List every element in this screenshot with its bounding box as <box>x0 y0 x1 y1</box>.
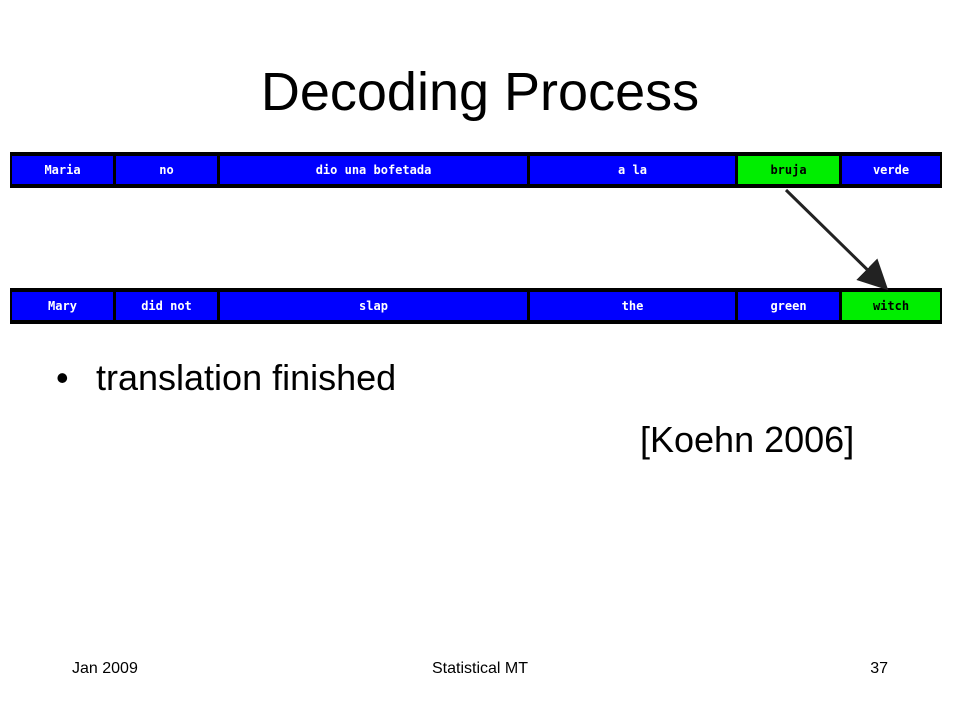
target-word-cell: green <box>738 292 842 320</box>
footer-date: Jan 2009 <box>72 660 138 677</box>
footer-page-number: 37 <box>870 660 888 677</box>
source-word-cell: a la <box>530 156 738 184</box>
source-word-cell: no <box>116 156 220 184</box>
footer-title: Statistical MT <box>431 660 528 677</box>
target-word-cell-highlighted: witch <box>842 292 940 320</box>
source-word-cell: dio una bofetada <box>220 156 530 184</box>
citation: [Koehn 2006] <box>640 419 855 460</box>
bullet-item: • translation finished <box>56 352 396 404</box>
target-word-cell: Mary <box>12 292 116 320</box>
target-word-cell: slap <box>220 292 530 320</box>
target-word-cell: the <box>530 292 738 320</box>
target-word-cell: did not <box>116 292 220 320</box>
source-word-cell: verde <box>842 156 940 184</box>
source-word-cell-highlighted: bruja <box>738 156 842 184</box>
slide-title: Decoding Process <box>260 62 700 122</box>
target-sentence-row: Mary did not slap the green witch <box>10 288 942 324</box>
source-word-cell: Maria <box>12 156 116 184</box>
bullet-text: translation finished <box>96 357 397 398</box>
bullet-dot-icon: • <box>56 357 69 398</box>
source-sentence-row: Maria no dio una bofetada a la bruja ver… <box>10 152 942 188</box>
